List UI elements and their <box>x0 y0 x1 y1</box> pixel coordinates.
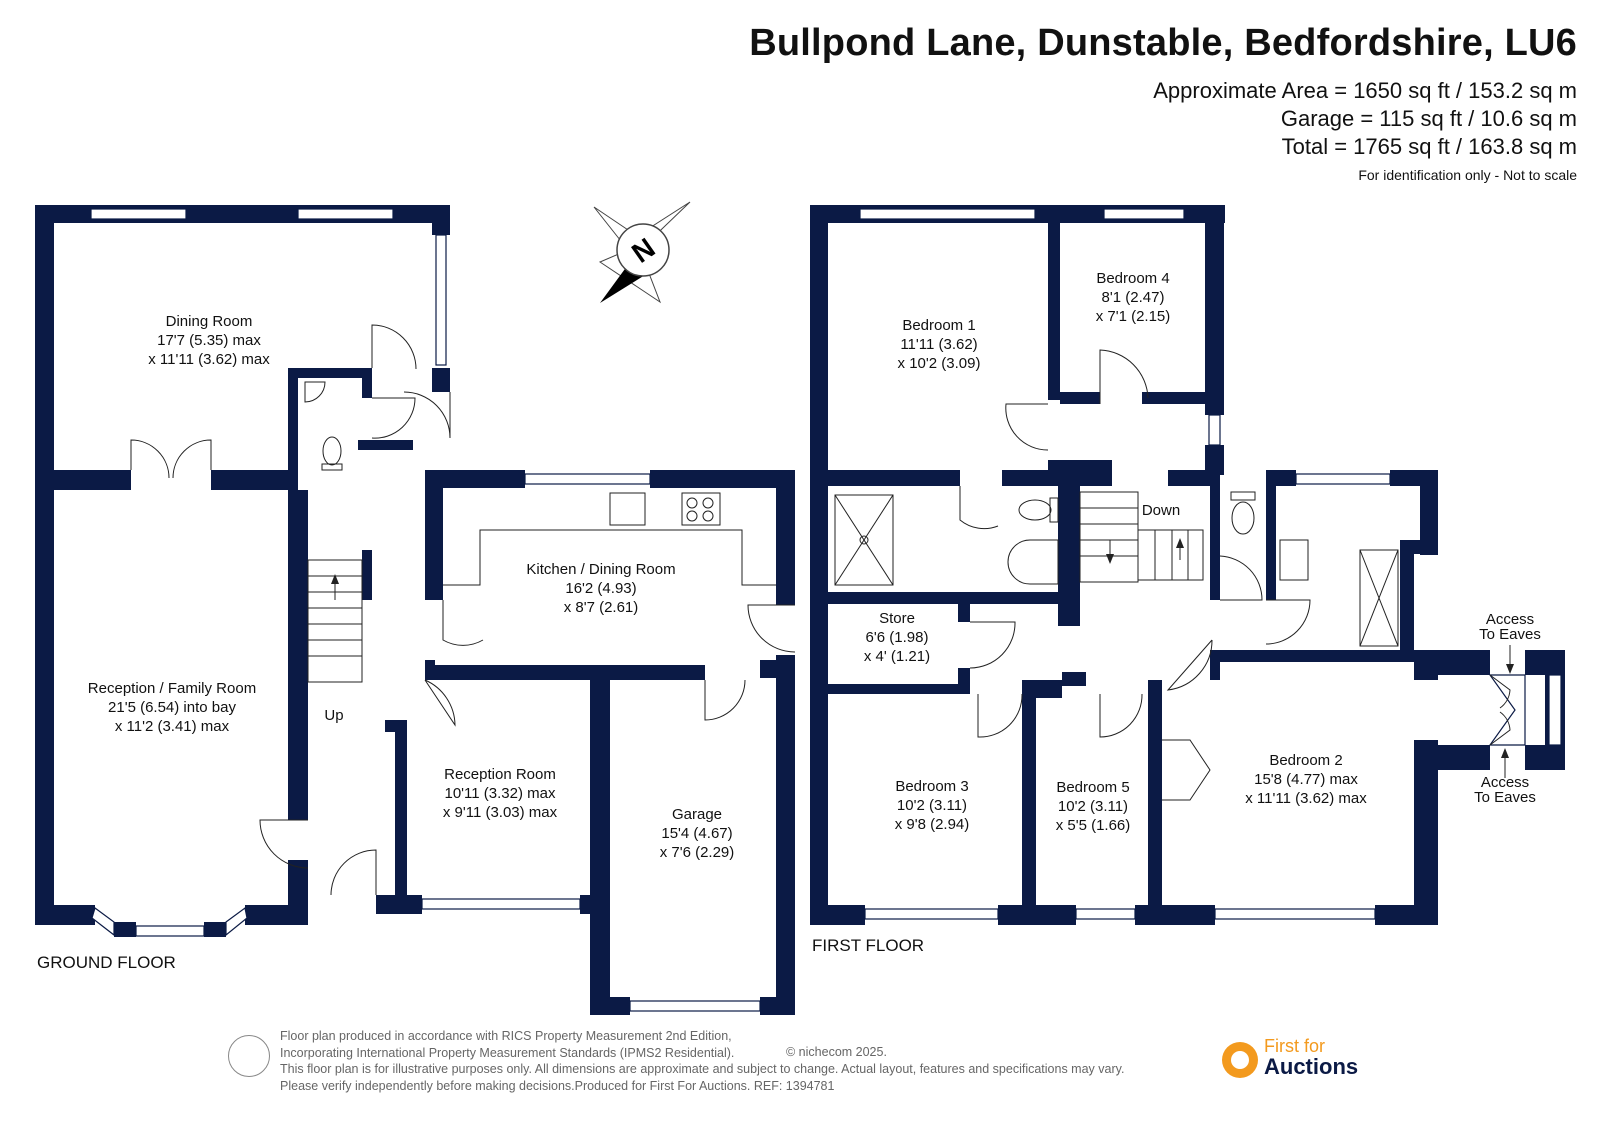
garage-dim2: x 7'6 (2.29) <box>660 844 735 861</box>
first-room-labels: Bedroom 1 11'11 (3.62) x 10'2 (3.09) Bed… <box>864 270 1541 834</box>
ground-floor-walls <box>35 205 795 1015</box>
first-floor-walls <box>810 205 1565 925</box>
store-dim2: x 4' (1.21) <box>864 648 930 665</box>
page-title: Bullpond Lane, Dunstable, Bedfordshire, … <box>749 22 1577 64</box>
first-floor-windows <box>859 208 1562 920</box>
brand-line1: First for <box>1264 1036 1325 1056</box>
ground-floor-windows <box>90 208 761 1012</box>
kitchen-dim2: x 8'7 (2.61) <box>564 599 639 616</box>
eaves-bottom-line1: Access <box>1481 774 1529 791</box>
bedroom2-dim2: x 11'11 (3.62) max <box>1245 790 1367 807</box>
store-dim1: 6'6 (1.98) <box>866 629 929 646</box>
bedroom4-dim2: x 7'1 (2.15) <box>1096 308 1171 325</box>
bedroom5-dim2: x 5'5 (1.66) <box>1056 817 1131 834</box>
dining-room-dim1: 17'7 (5.35) max <box>157 332 261 349</box>
bedroom4-dim1: 8'1 (2.47) <box>1102 289 1165 306</box>
reception-family-dim1: 21'5 (6.54) into bay <box>108 699 236 716</box>
first-floor-label: FIRST FLOOR <box>812 936 924 955</box>
ground-room-labels: Dining Room 17'7 (5.35) max x 11'11 (3.6… <box>88 313 734 861</box>
eaves-top-line1: Access <box>1486 611 1534 628</box>
kitchen-name: Kitchen / Dining Room <box>526 561 675 578</box>
copyright: © nichecom 2025. <box>786 1045 887 1059</box>
bedroom3-name: Bedroom 3 <box>895 778 968 795</box>
bedroom2-name: Bedroom 2 <box>1269 752 1342 769</box>
first-floor-doors <box>959 349 1511 801</box>
ground-floor-label: GROUND FLOOR <box>37 953 176 972</box>
reception-room-dim1: 10'11 (3.32) max <box>445 785 556 802</box>
bedroom4-name: Bedroom 4 <box>1096 270 1169 287</box>
bedroom2-dim1: 15'8 (4.77) max <box>1254 771 1358 788</box>
ground-floor-doors <box>130 324 796 896</box>
dining-room-dim2: x 11'11 (3.62) max <box>148 351 270 368</box>
eaves-arrows <box>1501 645 1514 778</box>
garage-dim1: 15'4 (4.67) <box>661 825 732 842</box>
bedroom1-dim1: 11'11 (3.62) <box>900 336 977 353</box>
bedroom1-name: Bedroom 1 <box>902 317 975 334</box>
kitchen-dim1: 16'2 (4.93) <box>565 580 636 597</box>
stairs-up-label: Up <box>324 707 343 724</box>
dining-room-name: Dining Room <box>166 313 253 330</box>
first-floor-fixtures <box>834 491 1399 647</box>
approximate-area: Approximate Area = 1650 sq ft / 153.2 sq… <box>1153 78 1577 103</box>
footer-line4: Please verify independently before makin… <box>280 1078 835 1093</box>
reception-family-name: Reception / Family Room <box>88 680 256 697</box>
compass-icon <box>593 201 691 304</box>
bedroom5-dim1: 10'2 (3.11) <box>1058 798 1128 815</box>
first-for-auctions-logo: First for Auctions <box>1222 1036 1382 1084</box>
reception-family-dim2: x 11'2 (3.41) max <box>115 718 230 735</box>
bedroom3-dim1: 10'2 (3.11) <box>897 797 967 814</box>
total-area: Total = 1765 sq ft / 163.8 sq m <box>1281 134 1577 159</box>
stairs-down-label: Down <box>1142 502 1180 519</box>
bedroom3-dim2: x 9'8 (2.94) <box>895 816 970 833</box>
bedroom1-dim2: x 10'2 (3.09) <box>898 355 981 372</box>
footer-line2: Incorporating International Property Mea… <box>280 1045 735 1060</box>
footer-text: Floor plan produced in accordance with R… <box>280 1028 1124 1094</box>
brand-logo-icon <box>1222 1042 1258 1078</box>
reception-room-name: Reception Room <box>444 766 556 783</box>
measurement-person-icon <box>228 1035 270 1077</box>
footer-line1: Floor plan produced in accordance with R… <box>280 1029 732 1043</box>
footer-line3: This floor plan is for illustrative purp… <box>280 1062 1125 1076</box>
brand-line2: Auctions <box>1264 1054 1359 1079</box>
reception-room-dim2: x 9'11 (3.03) max <box>443 804 558 821</box>
store-name: Store <box>879 610 915 627</box>
garage-name: Garage <box>672 806 722 823</box>
ground-floor-fixtures <box>304 381 776 683</box>
garage-area: Garage = 115 sq ft / 10.6 sq m <box>1280 106 1577 131</box>
eaves-top-line2: To Eaves <box>1479 626 1541 643</box>
eaves-bottom-line2: To Eaves <box>1474 789 1536 806</box>
identification-note: For identification only - Not to scale <box>1358 167 1577 183</box>
bedroom5-name: Bedroom 5 <box>1056 779 1129 796</box>
